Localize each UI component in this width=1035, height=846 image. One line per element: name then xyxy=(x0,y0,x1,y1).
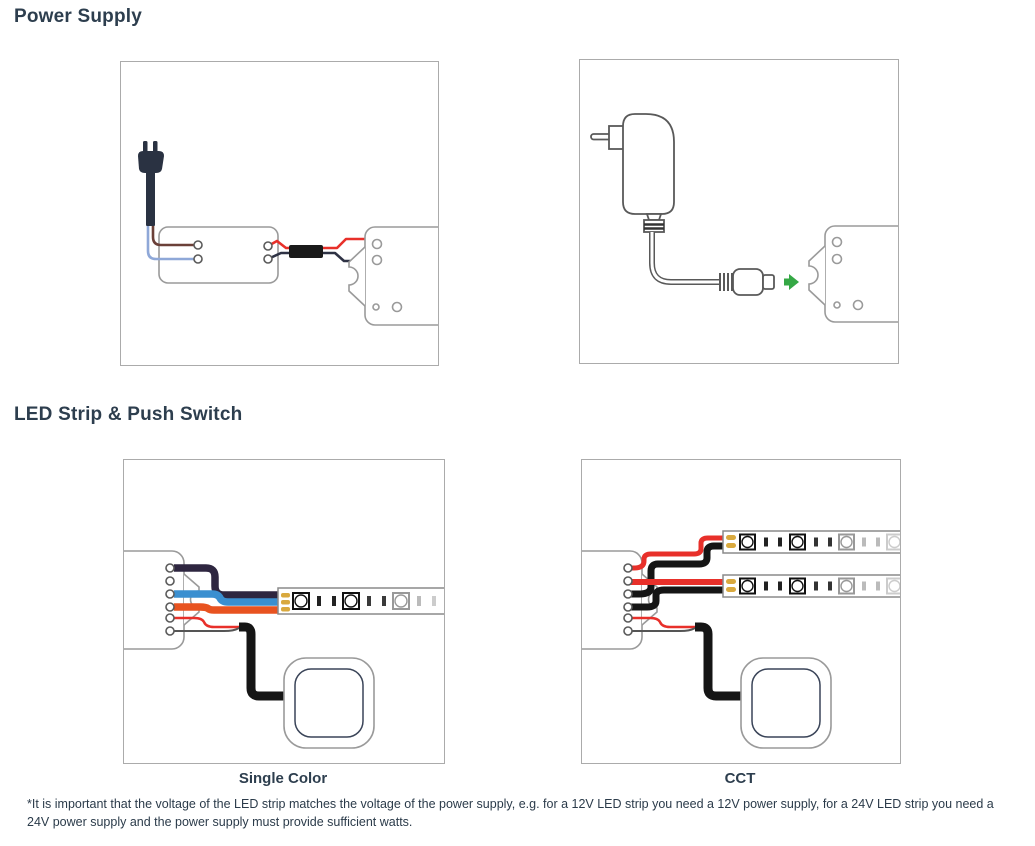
strip1-wire-red xyxy=(630,535,729,571)
switch-wire-gray xyxy=(630,626,699,632)
psu-hardwired-drawing xyxy=(138,141,438,326)
mains-cable xyxy=(146,171,155,226)
mounting-notch xyxy=(348,246,366,307)
resistor xyxy=(828,581,832,591)
switch-cable xyxy=(239,622,285,701)
resistor xyxy=(876,537,880,547)
diagram-psu-hardwired xyxy=(120,61,439,366)
solder-pad xyxy=(726,535,736,540)
single-color-drawing xyxy=(124,550,444,749)
led-controller xyxy=(348,226,438,326)
solder-pad xyxy=(281,607,290,612)
switch-wire-red xyxy=(630,616,698,629)
resistor xyxy=(778,581,782,591)
caption-cct: CCT xyxy=(724,770,756,787)
adapter-cable xyxy=(649,232,720,285)
voltage-footnote: *It is important that the voltage of the… xyxy=(27,797,994,829)
live-wire xyxy=(151,220,195,247)
resistor xyxy=(432,596,436,606)
resistor xyxy=(367,596,371,606)
resistor xyxy=(828,537,832,547)
led-strip xyxy=(277,587,444,615)
resistor xyxy=(317,596,321,606)
solder-pad xyxy=(726,543,736,548)
resistor xyxy=(764,581,768,591)
led-strip-cct-1 xyxy=(722,530,900,554)
controller-terminals xyxy=(623,563,633,636)
psu-adapter-drawing xyxy=(590,113,898,323)
psu-terminal xyxy=(263,254,273,264)
resistor xyxy=(814,537,818,547)
switch-wire-red xyxy=(174,616,242,629)
dc-connector-icon xyxy=(719,268,775,296)
diagram-psu-adapter xyxy=(579,59,899,364)
strip2-wire-black xyxy=(630,586,729,611)
resistor xyxy=(332,596,336,606)
switch-cable xyxy=(695,622,742,701)
power-supply-unit xyxy=(158,226,279,284)
resistor xyxy=(382,596,386,606)
wire-channel-orange xyxy=(174,603,282,614)
neutral-wire xyxy=(146,220,195,261)
strip1-wire-black xyxy=(630,542,729,598)
led-controller xyxy=(124,550,200,650)
push-switch xyxy=(740,657,832,749)
psu-terminal xyxy=(193,254,203,264)
controller-terminals xyxy=(165,563,175,636)
psu-terminal xyxy=(193,240,203,250)
wall-adapter-icon xyxy=(590,113,675,233)
mounting-notch xyxy=(808,245,826,306)
resistor xyxy=(417,596,421,606)
arrow-right-icon xyxy=(784,274,799,290)
mains-plug-icon xyxy=(138,141,164,226)
psu-terminal xyxy=(263,241,273,251)
resistor xyxy=(862,581,866,591)
resistor xyxy=(814,581,818,591)
solder-pad xyxy=(726,579,736,584)
solder-pad xyxy=(726,587,736,592)
section-title-power-supply: Power Supply xyxy=(14,6,143,27)
led-controller xyxy=(808,225,898,323)
switch-wire-gray xyxy=(174,626,243,632)
diagram-cct xyxy=(581,459,901,764)
cct-drawing xyxy=(582,530,900,749)
led-strip-cct-2 xyxy=(722,574,900,598)
solder-pad xyxy=(281,593,290,598)
push-switch xyxy=(283,657,375,749)
wire-channel-blue xyxy=(174,590,282,606)
diagram-single-color xyxy=(123,459,445,764)
resistor xyxy=(862,537,866,547)
caption-single-color: Single Color xyxy=(238,770,328,787)
section-title-led-strip: LED Strip & Push Switch xyxy=(14,404,243,425)
resistor xyxy=(778,537,782,547)
plug-pin xyxy=(590,133,612,141)
resistor xyxy=(764,537,768,547)
led-controller xyxy=(582,550,658,650)
connector-sleeve xyxy=(289,245,323,258)
resistor xyxy=(876,581,880,591)
solder-pad xyxy=(281,600,290,605)
